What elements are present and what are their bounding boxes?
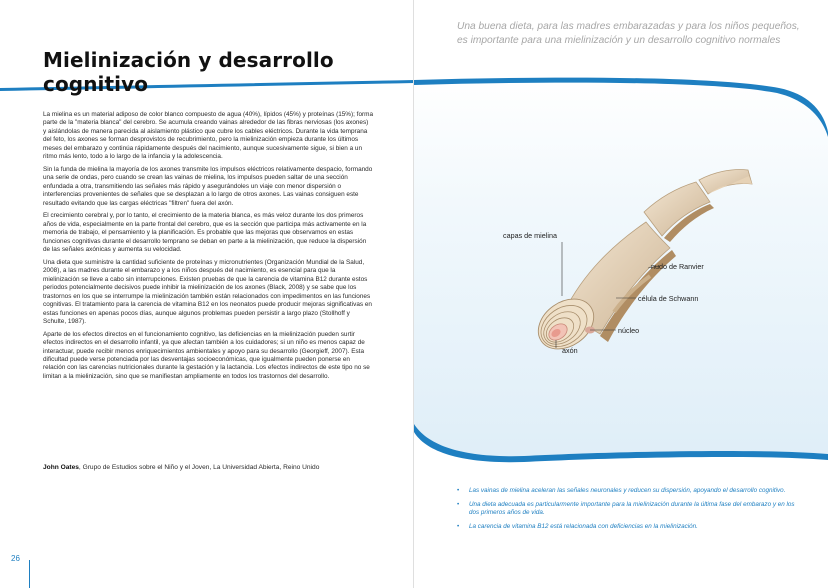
paragraph: Sin la funda de mielina la mayoría de lo… xyxy=(43,165,373,207)
left-page: Mielinización y desarrollo cognitivo La … xyxy=(0,48,414,588)
author-credit: John Oates, Grupo de Estudios sobre el N… xyxy=(43,464,383,471)
label-nucleus: núcleo xyxy=(618,326,640,335)
pull-quote: Una buena dieta, para las madres embaraz… xyxy=(457,21,800,46)
panel-bottom-band xyxy=(414,424,828,463)
paragraph: El crecimiento cerebral y, por lo tanto,… xyxy=(43,212,367,254)
bullet-icon: • xyxy=(457,500,460,508)
paragraph: La mielina es un material adiposo de col… xyxy=(43,111,374,161)
figure-panel xyxy=(414,77,828,463)
bullet-icon: • xyxy=(457,487,460,494)
figure-leader-lines xyxy=(555,242,661,348)
article-body: La mielina es un material adiposo de col… xyxy=(43,111,373,386)
page-number: 26 xyxy=(11,554,20,563)
label-axon: axón xyxy=(562,346,578,355)
bullet-text: Una dieta adecuada es particularmente im… xyxy=(469,500,795,517)
paragraph: Una dieta que suministre la cantidad suf… xyxy=(43,258,372,325)
panel-top-band xyxy=(414,77,828,137)
key-points-list: • Las vainas de mielina aceleran las seña… xyxy=(455,487,795,537)
myelin-layers-cross-section xyxy=(537,298,595,350)
list-item: • La carencia de vitamina B12 está relaci… xyxy=(455,523,795,531)
bullet-icon: • xyxy=(457,523,460,530)
page-title: Mielinización y desarrollo cognitivo xyxy=(43,48,334,96)
page-number-rule xyxy=(29,560,30,588)
label-myelin-layers: capas de mielina xyxy=(503,231,557,240)
author-affiliation: , Grupo de Estudios sobre el Niño y el J… xyxy=(78,464,320,471)
bullet-text: Las vainas de mielina aceleran las señal… xyxy=(469,487,786,494)
myelinated-axon-illustration xyxy=(537,169,753,350)
bullet-text: La carencia de vitamina B12 está relacio… xyxy=(469,523,698,530)
author-name: John Oates xyxy=(43,464,79,471)
list-item: • Las vainas de mielina aceleran las seña… xyxy=(455,487,795,495)
label-node-of-ranvier: nudo de Ranvier xyxy=(651,262,704,271)
list-item: • Una dieta adecuada es particularmente i… xyxy=(455,501,795,518)
paragraph: Aparte de los efectos directos en el fun… xyxy=(43,330,370,380)
label-schwann-cell: célula de Schwann xyxy=(638,294,699,303)
